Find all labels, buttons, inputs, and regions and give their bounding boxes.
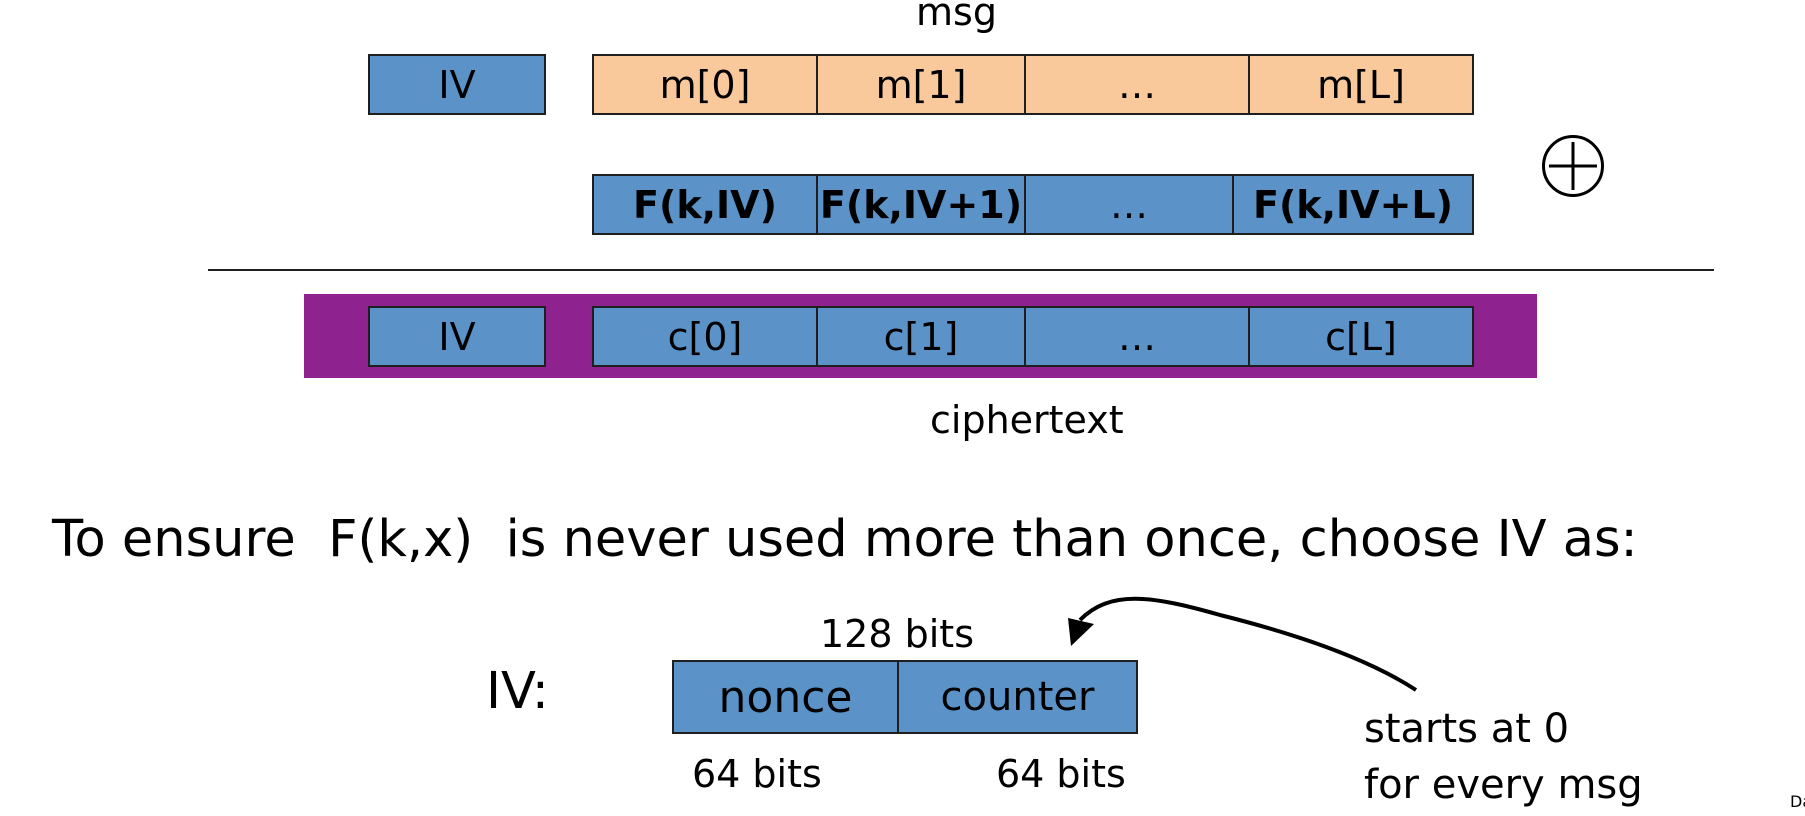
annotation-line-2: for every msg <box>1364 762 1643 808</box>
c-cell-0: c[0] <box>594 308 818 365</box>
c-cell-1: c[1] <box>818 308 1026 365</box>
corner-text: Da <box>1790 792 1805 811</box>
keystream-row: F(k,IV) F(k,IV+1) … F(k,IV+L) <box>592 174 1474 235</box>
ciphertext-iv-label: IV <box>438 314 476 359</box>
message-row: m[0] m[1] … m[L] <box>592 54 1474 115</box>
ciphertext-row: c[0] c[1] … c[L] <box>592 306 1474 367</box>
circled-plus-icon <box>1542 135 1604 197</box>
iv-block: IV <box>368 54 546 115</box>
msg-cell-0: m[0] <box>594 56 818 113</box>
counter-field: counter <box>940 674 1095 720</box>
iv-block-label: IV <box>438 62 476 107</box>
msg-cell-1: m[1] <box>818 56 1026 113</box>
separator-line <box>208 269 1714 271</box>
curved-arrow-icon <box>1068 596 1418 692</box>
c-cell-ellipsis: … <box>1026 308 1250 365</box>
ciphertext-label: ciphertext <box>930 398 1124 442</box>
f-cell-1: F(k,IV+1) <box>818 176 1026 233</box>
c-cell-last: c[L] <box>1325 314 1397 359</box>
ciphertext-iv-block: IV <box>368 306 546 367</box>
msg-cell-last: m[L] <box>1317 62 1405 107</box>
nonce-bits-label: 64 bits <box>692 752 822 796</box>
f-cell-last: F(k,IV+L) <box>1252 182 1453 227</box>
counter-bits-label: 64 bits <box>996 752 1126 796</box>
nonce-field: nonce <box>674 662 899 732</box>
msg-label: msg <box>916 0 997 34</box>
f-cell-ellipsis: … <box>1026 176 1234 233</box>
msg-cell-ellipsis: … <box>1026 56 1250 113</box>
total-bits-label: 128 bits <box>820 612 974 656</box>
annotation-line-1: starts at 0 <box>1364 706 1570 752</box>
iv-prefix-label: IV: <box>486 662 549 721</box>
statement-text: To ensure F(k,x) is never used more than… <box>52 510 1638 569</box>
iv-layout-box: nonce counter <box>672 660 1138 734</box>
f-cell-0: F(k,IV) <box>594 176 818 233</box>
